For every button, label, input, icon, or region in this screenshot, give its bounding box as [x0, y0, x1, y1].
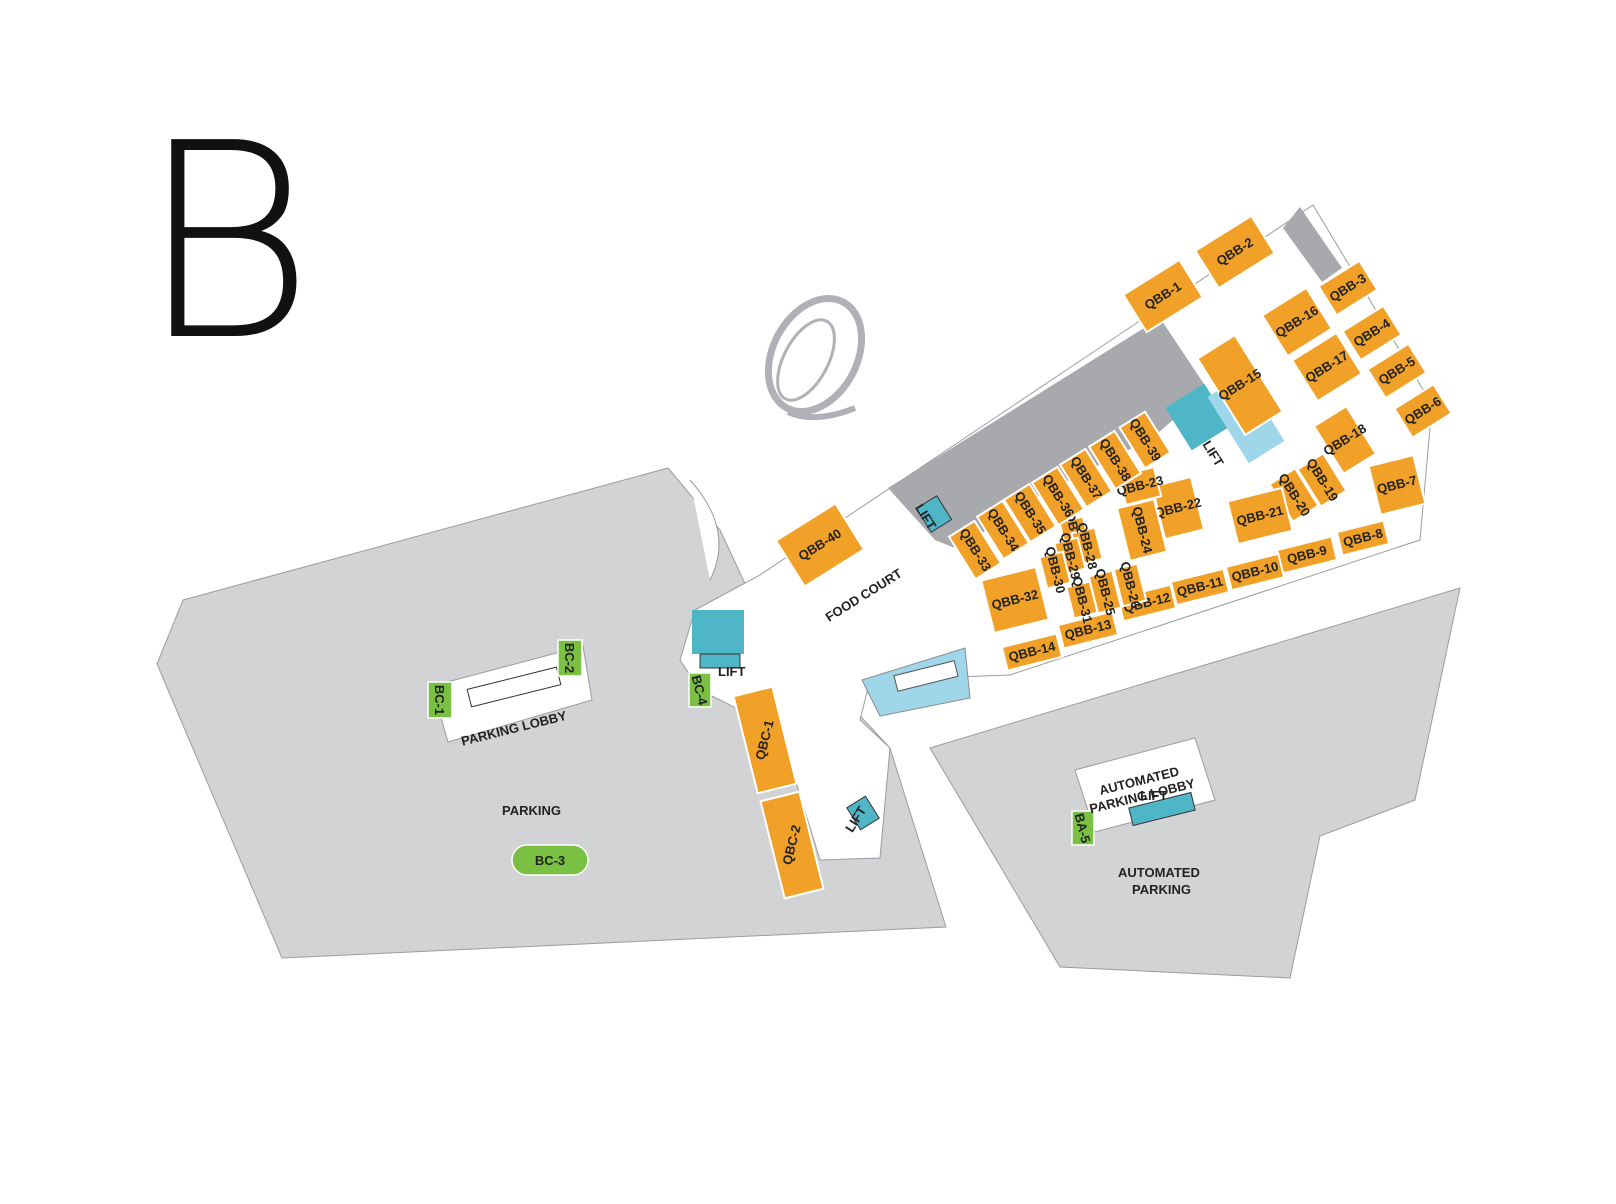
- q-logo-icon: [764, 294, 866, 421]
- shop-unit[interactable]: [947, 519, 1003, 581]
- shop-unit[interactable]: [975, 499, 1031, 561]
- shop-unit[interactable]: [1226, 486, 1294, 546]
- shop-unit[interactable]: [1317, 259, 1379, 317]
- shop-unit[interactable]: [1366, 342, 1428, 400]
- shop-unit[interactable]: [1312, 404, 1378, 476]
- green-unit[interactable]: [427, 681, 453, 719]
- shop-unit[interactable]: [1058, 447, 1114, 509]
- parking-ramp: [689, 479, 720, 581]
- shop-unit[interactable]: [759, 790, 825, 900]
- shop-unit[interactable]: [1121, 258, 1205, 334]
- shop-unit[interactable]: [774, 502, 866, 588]
- restroom-left[interactable]: [692, 610, 744, 654]
- parking-label: PARKING: [502, 803, 561, 818]
- unit-bc-4[interactable]: BC-4: [688, 672, 712, 708]
- shop-unit[interactable]: [1290, 331, 1364, 403]
- shop-unit[interactable]: [1087, 429, 1143, 491]
- automated-parking-label-1: AUTOMATED: [1118, 865, 1200, 880]
- lift-bottom-box[interactable]: [846, 795, 880, 831]
- lift-label-left: LIFT: [718, 664, 745, 679]
- unit-bc-1[interactable]: BC-1: [427, 681, 453, 719]
- shop-unit[interactable]: [732, 685, 798, 795]
- green-unit[interactable]: [511, 844, 589, 876]
- shop-unit[interactable]: [1112, 562, 1148, 608]
- shop-unit[interactable]: [1115, 497, 1169, 563]
- lift-label-automated: LIFT: [1140, 788, 1167, 803]
- service-area-top: [1283, 207, 1342, 282]
- unit-bc-2[interactable]: BC-2: [557, 639, 583, 677]
- shop-unit[interactable]: [1367, 453, 1427, 517]
- green-unit[interactable]: [1071, 810, 1095, 846]
- shop-unit[interactable]: [980, 565, 1050, 635]
- shop-unit[interactable]: [1296, 452, 1348, 508]
- service-area: [888, 318, 1208, 550]
- shop-unit[interactable]: [1341, 304, 1403, 362]
- floor-letter: B: [138, 85, 315, 400]
- shop-unit[interactable]: [1056, 610, 1120, 650]
- shop-unit[interactable]: [1065, 580, 1099, 620]
- lift-left-box[interactable]: [699, 653, 741, 669]
- shop-unit[interactable]: [1193, 214, 1277, 290]
- lift-food-court-box[interactable]: [915, 495, 953, 533]
- unit-bc-3[interactable]: BC-3: [511, 844, 589, 876]
- shop-unit[interactable]: [1260, 286, 1334, 358]
- automated-lift-box[interactable]: [1128, 791, 1196, 827]
- shop-unit[interactable]: [1038, 550, 1072, 590]
- shop-unit[interactable]: [1000, 632, 1064, 672]
- shop-unit[interactable]: [1030, 465, 1086, 527]
- automated-parking-label-2: PARKING: [1132, 882, 1191, 897]
- shop-unit[interactable]: [1118, 410, 1172, 470]
- shop-unit[interactable]: [1169, 567, 1231, 607]
- shop-unit[interactable]: [1002, 482, 1058, 544]
- green-unit[interactable]: [557, 639, 583, 677]
- shop-unit[interactable]: [1335, 519, 1391, 557]
- shop-unit[interactable]: [1150, 475, 1206, 541]
- green-unit[interactable]: [688, 672, 712, 708]
- escalator-steps-bottom: [893, 660, 959, 692]
- shop-unit[interactable]: [1196, 333, 1284, 437]
- shop-unit[interactable]: [1393, 383, 1453, 439]
- shop-unit[interactable]: [1224, 552, 1286, 592]
